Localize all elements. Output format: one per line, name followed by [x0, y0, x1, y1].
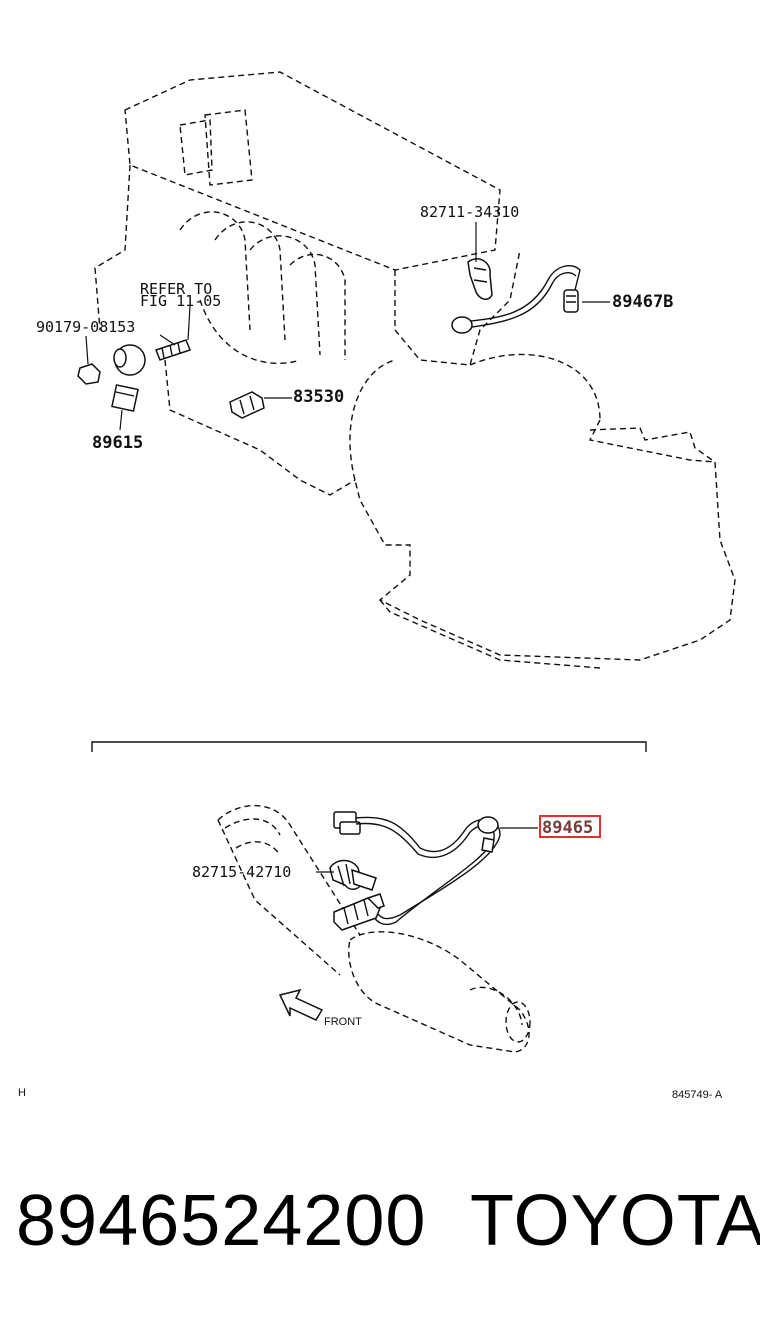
upper-leaders: [85, 222, 610, 431]
sensor-83530: [229, 391, 265, 419]
knock-sensor-89615: [111, 344, 146, 412]
label-82711-34310: 82711-34310: [420, 203, 519, 221]
highlight-box-89465: [539, 815, 601, 838]
label-89467b: 89467B: [612, 292, 673, 312]
label-89465[interactable]: 89465: [542, 818, 593, 838]
footer: 8946524200 TOYOTA: [0, 1180, 760, 1300]
front-arrow-icon: [278, 988, 324, 1021]
section-separator: [91, 741, 647, 752]
label-89615: 89615: [92, 433, 143, 453]
drawing-id: 845749- A: [672, 1089, 723, 1101]
clamp-82711: [467, 258, 493, 300]
parts-diagram: 82711-34310 89467B REFER TO FIG 11-05 90…: [18, 71, 736, 1101]
label-82715-42710: 82715-42710: [192, 863, 291, 881]
label-refer-to: REFER TO: [140, 280, 212, 298]
corner-mark: H: [18, 1087, 26, 1099]
label-90179-08153: 90179-08153: [36, 318, 135, 336]
engine-outline: [94, 71, 736, 669]
stud-refer: [155, 339, 191, 361]
label-83530: 83530: [293, 387, 344, 407]
bolt-90179-08153: [77, 363, 101, 385]
clamp-82715-42710: [329, 859, 377, 891]
part-number: 8946524200: [16, 1181, 427, 1261]
oxygen-sensor-89465: [333, 811, 501, 926]
exhaust-pipe: [217, 804, 531, 1053]
oxygen-sensor-89467b: [451, 264, 581, 334]
sensor-body-lower: [333, 893, 385, 931]
lower-leaders: [316, 827, 538, 873]
label-fig-11-05: FIG 11-05: [140, 292, 221, 310]
brand-name: TOYOTA: [470, 1181, 760, 1261]
label-front: FRONT: [324, 1016, 362, 1028]
